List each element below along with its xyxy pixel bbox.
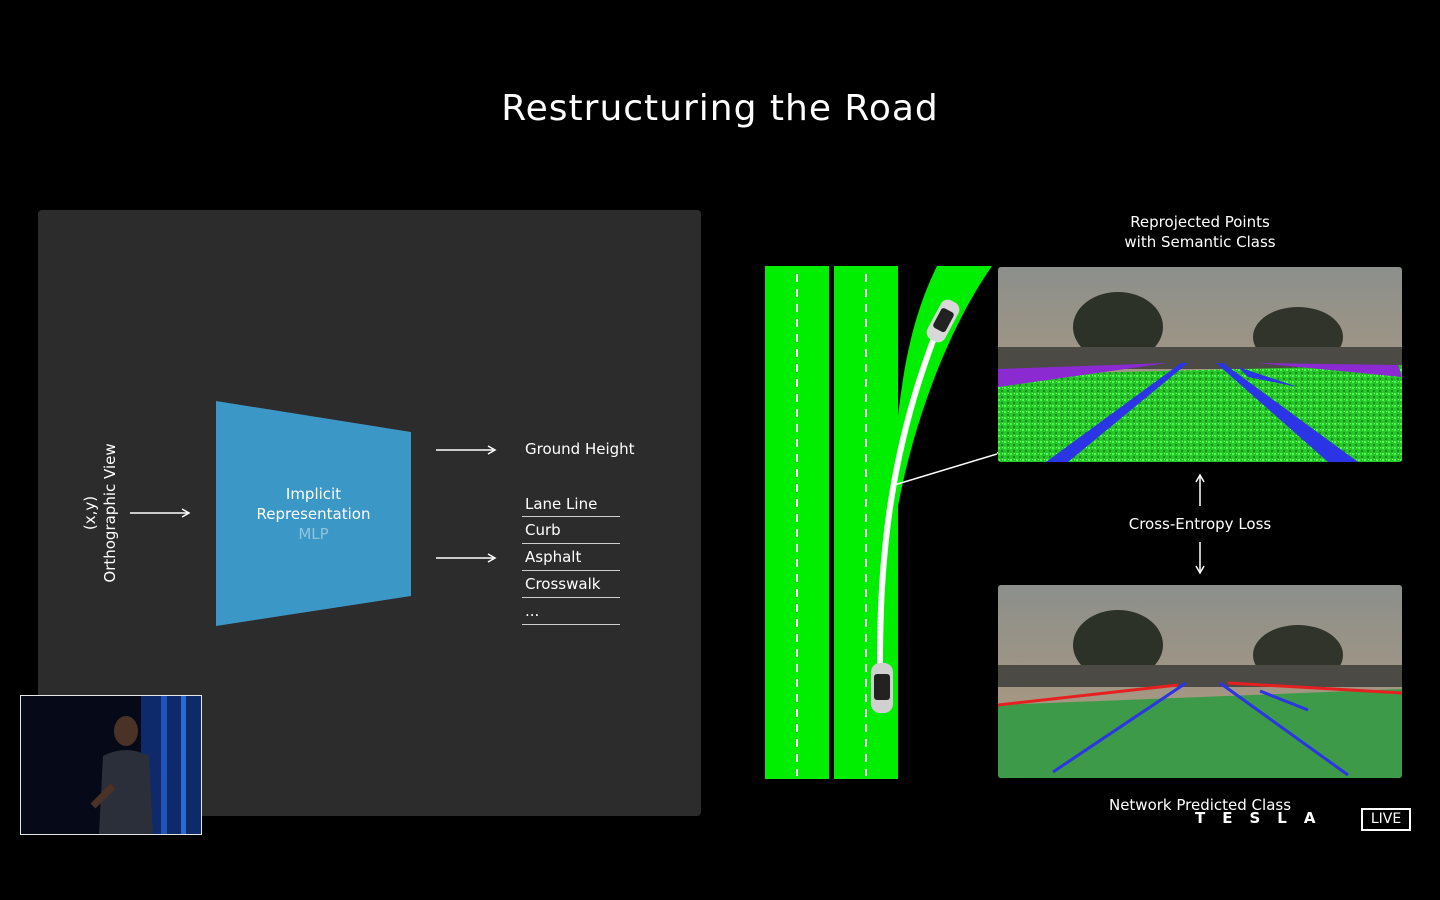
class-item-asphalt: Asphalt [522, 544, 620, 571]
reprojected-caption: Reprojected Points with Semantic Class [1100, 212, 1300, 252]
network-predicted-image [998, 585, 1402, 778]
reprojected-points-image [998, 267, 1402, 462]
live-badge: LIVE [1361, 808, 1411, 831]
reprojected-caption-line2: with Semantic Class [1124, 233, 1276, 251]
input-label-view: Orthographic View [101, 443, 119, 583]
car-icon [926, 299, 960, 343]
loss-arrow-down [1195, 542, 1205, 575]
class-item-more: ... [522, 598, 620, 625]
input-label-coords: (x,y) [81, 495, 99, 531]
slide-title: Restructuring the Road [501, 88, 939, 129]
input-arrow [130, 508, 191, 518]
mlp-label-line2: Representation [256, 505, 371, 523]
road-topdown-diagram [765, 266, 997, 779]
car-icon-start [871, 663, 893, 713]
ground-height-label: Ground Height [525, 440, 635, 458]
speaker-video-feed [20, 695, 202, 835]
loss-label: Cross-Entropy Loss [1128, 515, 1272, 533]
mlp-block [216, 401, 411, 626]
ground-height-arrow [436, 445, 497, 455]
loss-arrow-up [1195, 473, 1205, 506]
class-item-crosswalk: Crosswalk [522, 571, 620, 598]
mlp-label-line1: Implicit [285, 485, 342, 503]
semantic-class-arrow [436, 553, 497, 563]
mlp-label-line3: MLP [298, 525, 329, 543]
tesla-logo: TESLA [1195, 809, 1333, 827]
reprojected-caption-line1: Reprojected Points [1130, 213, 1270, 231]
class-item-lane-line: Lane Line [522, 491, 620, 517]
class-item-curb: Curb [522, 517, 620, 544]
network-predicted-caption: Network Predicted Class [1108, 796, 1292, 814]
mlp-label: Implicit Representation MLP [216, 484, 411, 544]
semantic-class-list: Lane Line Curb Asphalt Crosswalk ... [522, 491, 620, 625]
input-label: (x,y) Orthographic View [80, 443, 120, 582]
